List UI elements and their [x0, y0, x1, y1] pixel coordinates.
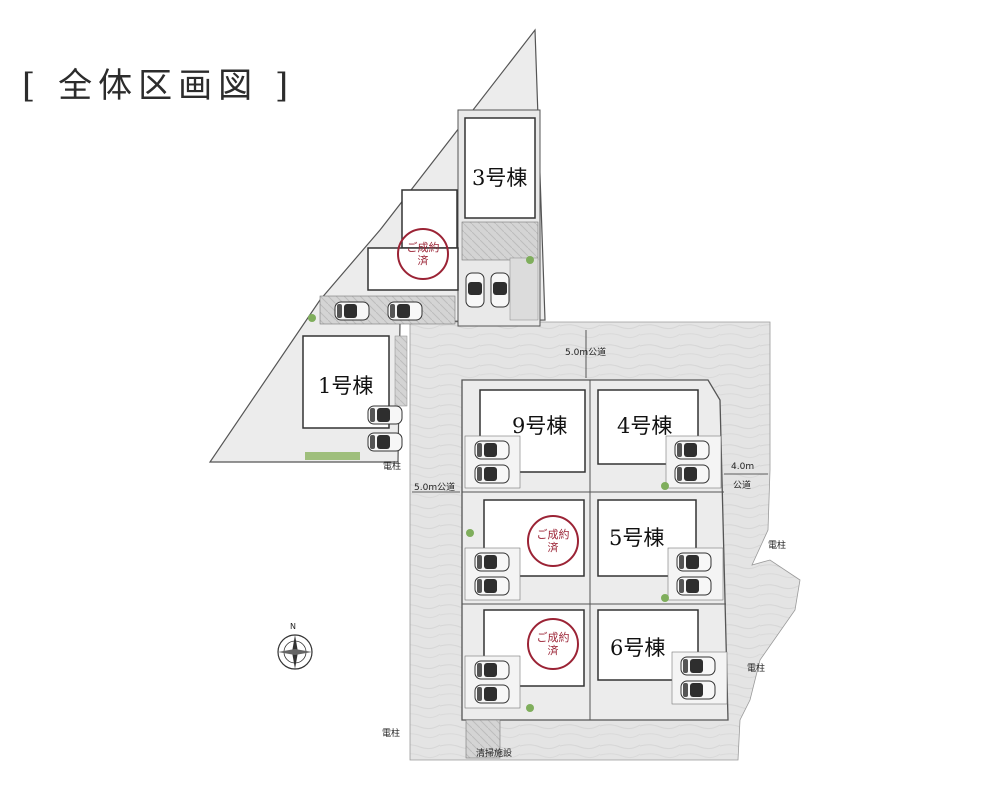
car: [474, 660, 510, 680]
sold-stamp: ご成約 済: [527, 618, 579, 670]
sold-stamp-line1: ご成約: [536, 528, 570, 541]
road-label-north: 5.0m公道: [565, 348, 607, 358]
sold-stamp: ご成約 済: [527, 515, 579, 567]
car: [674, 464, 710, 484]
car: [474, 552, 510, 572]
utility-pole-label: 電柱: [768, 541, 787, 551]
house-5: [597, 499, 697, 577]
utility-pole-label: 電柱: [747, 664, 766, 674]
shrub: [661, 482, 669, 490]
sold-stamp-line2: 済: [547, 644, 559, 657]
shrub: [526, 256, 534, 264]
house-3: [464, 117, 536, 219]
cleaning-facility-label: 清掃施設: [476, 749, 513, 759]
sold-stamp-line1: ご成約: [406, 241, 440, 254]
road-label-west: 5.0m公道: [414, 483, 456, 493]
house-label-9: 9号棟: [512, 414, 568, 438]
road-width-east: 4.0m: [731, 462, 755, 472]
car: [367, 432, 403, 452]
house-label-3: 3号棟: [472, 166, 528, 190]
car: [465, 272, 485, 308]
page-title: [ 全体区画図 ]: [22, 66, 295, 106]
road-label-east: 公道: [733, 481, 752, 491]
car: [676, 552, 712, 572]
lot3-driveway: [509, 257, 539, 321]
car: [474, 464, 510, 484]
car: [680, 680, 716, 700]
utility-pole-label: 電柱: [383, 462, 402, 472]
compass-north-label: N: [290, 622, 296, 631]
car: [474, 576, 510, 596]
house-label-5: 5号棟: [609, 526, 665, 550]
utility-pole-label: 電柱: [382, 729, 401, 739]
shrub: [308, 314, 316, 322]
car: [676, 576, 712, 596]
shrub: [661, 594, 669, 602]
car: [674, 440, 710, 460]
sold-stamp-line1: ご成約: [536, 631, 570, 644]
lot1-path: [394, 335, 408, 407]
shrub: [526, 704, 534, 712]
house-label-6: 6号棟: [610, 636, 666, 660]
shrub: [466, 529, 474, 537]
car: [474, 684, 510, 704]
car: [334, 301, 370, 321]
car: [387, 301, 423, 321]
sold-stamp: ご成約 済: [397, 228, 449, 280]
car: [474, 440, 510, 460]
cleaning-facility-area: [465, 719, 501, 759]
compass-icon: [277, 634, 313, 670]
car: [367, 405, 403, 425]
house-label-1: 1号棟: [318, 374, 374, 398]
car: [490, 272, 510, 308]
lot3-paving: [461, 221, 539, 261]
hedge: [305, 452, 360, 460]
sold-stamp-line2: 済: [417, 254, 429, 267]
car: [680, 656, 716, 676]
house-label-4: 4号棟: [617, 414, 673, 438]
sold-stamp-line2: 済: [547, 541, 559, 554]
